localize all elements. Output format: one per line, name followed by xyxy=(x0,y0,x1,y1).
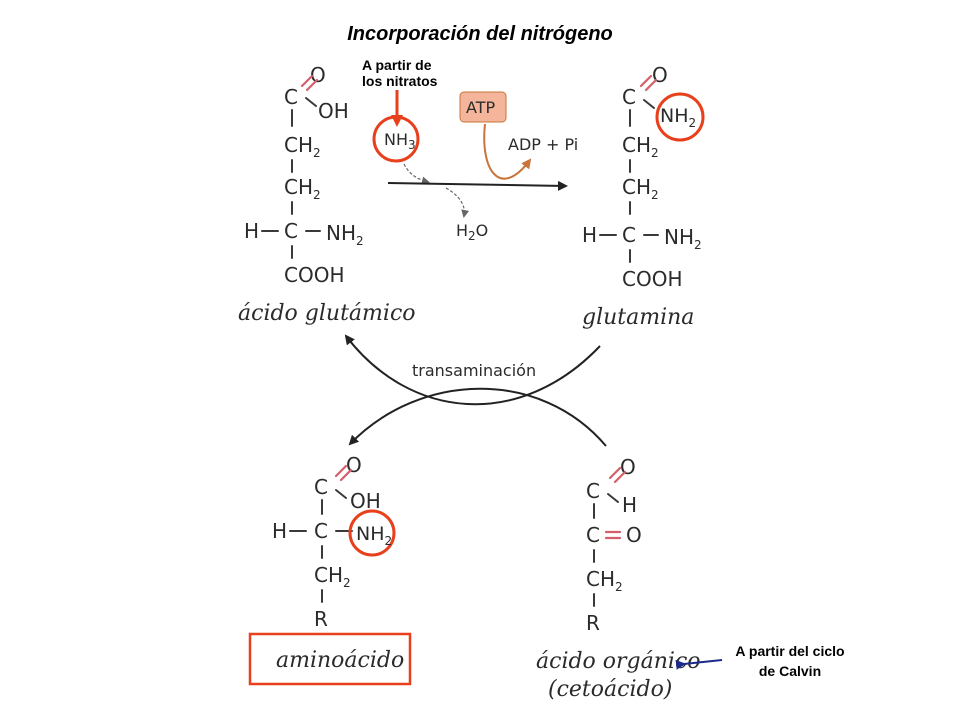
nh3-label: NH3 xyxy=(384,130,416,152)
glu-c-alpha: C xyxy=(284,219,298,243)
glu-nh2: NH2 xyxy=(326,221,364,248)
calvin-note: A partir del ciclo de Calvin xyxy=(675,643,845,679)
glu-cooh: COOH xyxy=(284,263,345,287)
nitrates-note: A partir de los nitratos xyxy=(362,57,438,127)
gln-c-carboxyl: C xyxy=(622,85,636,109)
transamination-arc-lower xyxy=(348,387,607,447)
glutamic-acid-name: ácido glutámico xyxy=(238,301,416,326)
transamination-arc-upper xyxy=(344,334,601,406)
glu-c-carboxyl: C xyxy=(284,85,298,109)
glutamine-structure: O C NH2 CH2 CH2 H C NH2 COOH xyxy=(582,63,705,291)
aa-nh2: NH2 xyxy=(356,523,392,548)
gln-amide-highlight-circle xyxy=(655,92,705,142)
aa-ch2: CH2 xyxy=(314,563,351,590)
calvin-blue-arrow xyxy=(675,659,723,670)
nh3-dashed-arrow xyxy=(403,163,430,185)
nh3-group: NH3 xyxy=(372,115,420,163)
ka-o-keto: O xyxy=(626,523,642,547)
aminoacid-name: aminoácido xyxy=(276,648,404,673)
calvin-note-line2: de Calvin xyxy=(759,663,821,679)
ketoacid-structure: O C H C O CH2 R xyxy=(586,455,642,635)
atp-label: ATP xyxy=(466,98,495,117)
ka-c-carbonyl: C xyxy=(586,479,600,503)
glu-o-top: O xyxy=(310,63,326,87)
h2o-label: H2O xyxy=(456,221,488,243)
main-reaction-arrow xyxy=(387,180,568,191)
gln-h: H xyxy=(582,223,597,247)
aa-r: R xyxy=(314,607,328,631)
gln-o-top: O xyxy=(652,63,668,87)
glutamic-acid-structure: O C OH CH2 CH2 H C NH2 COOH xyxy=(244,63,364,287)
aa-amino-highlight-circle xyxy=(348,509,396,557)
aa-oh: OH xyxy=(350,489,381,513)
page-title: Incorporación del nitrógeno xyxy=(347,23,613,45)
aa-c-carboxyl: C xyxy=(314,475,328,499)
aminoacid-highlight-box xyxy=(248,632,412,686)
glu-ch2-b: CH2 xyxy=(284,175,321,202)
atp-arrow xyxy=(483,123,532,180)
aa-h: H xyxy=(272,519,287,543)
gln-ch2-a: CH2 xyxy=(622,133,659,160)
aminoacid-structure: O C OH H C NH2 CH2 R xyxy=(272,453,396,631)
nitrates-note-line1: A partir de xyxy=(362,57,432,73)
calvin-note-line1: A partir del ciclo xyxy=(735,643,844,659)
glu-h: H xyxy=(244,219,259,243)
gln-ch2-b: CH2 xyxy=(622,175,659,202)
ka-h: H xyxy=(622,493,637,517)
aa-c-alpha: C xyxy=(314,519,328,543)
transamination-label: transaminación xyxy=(412,361,536,380)
gln-c-alpha: C xyxy=(622,223,636,247)
glu-oh: OH xyxy=(318,99,349,123)
ketoacid-name-line2: (cetoácido) xyxy=(548,677,672,702)
gln-cooh: COOH xyxy=(622,267,683,291)
glu-ch2-a: CH2 xyxy=(284,133,321,160)
gln-nh2-amide: NH2 xyxy=(660,105,696,130)
nh3-highlight-circle xyxy=(372,115,420,163)
atp-group: ATP xyxy=(459,91,507,123)
ketoacid-name-line1: ácido orgánico xyxy=(536,649,701,674)
gln-nh2: NH2 xyxy=(664,225,702,252)
glutamine-name: glutamina xyxy=(582,305,694,330)
ka-ch2: CH2 xyxy=(586,567,623,594)
ka-r: R xyxy=(586,611,600,635)
nitrates-note-line2: los nitratos xyxy=(362,73,438,89)
adp-pi-label: ADP + Pi xyxy=(508,135,578,154)
ka-c-keto: C xyxy=(586,523,600,547)
atp-box xyxy=(459,91,507,123)
h2o-dashed-arrow xyxy=(445,187,470,218)
